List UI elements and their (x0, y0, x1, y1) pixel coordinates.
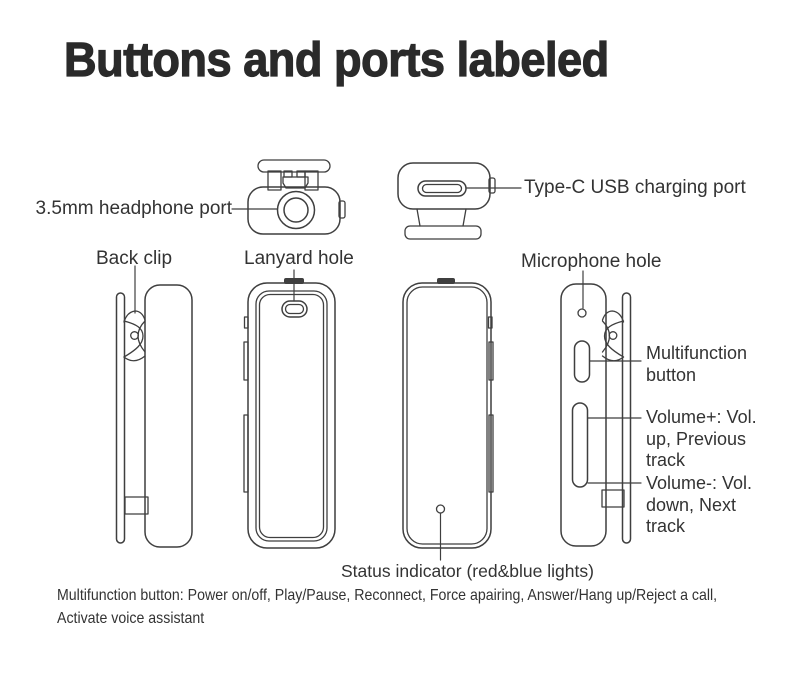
device-bottom-body (397, 162, 491, 210)
leader-lines (134, 187, 642, 561)
footnote: Multifunction button: Power on/off, Play… (57, 585, 730, 630)
clip-bottom-joint (601, 489, 625, 508)
clip-bottom-joint (124, 496, 149, 515)
clip-hinge-block (282, 176, 309, 189)
side-view-back-clip (115, 284, 193, 548)
top-view-headphone-port (247, 159, 346, 235)
edge-bump-small (487, 316, 493, 329)
multifunction-button-pill (573, 340, 591, 383)
footnote-line-2: Activate voice assistant (57, 609, 205, 627)
device-side-body (144, 284, 193, 548)
label-back-clip: Back clip (96, 248, 173, 269)
page-title: Buttons and ports labeled (63, 33, 609, 87)
back-body-inline (406, 286, 488, 545)
side-view-buttons (560, 283, 632, 547)
back-view (402, 278, 494, 549)
side-notch (488, 177, 496, 194)
label-volume-down: Volume-: Vol. down, Next track (646, 473, 753, 536)
label-status-indicator: Status indicator (red&blue lights) (341, 561, 594, 581)
clip-pivot (608, 331, 618, 340)
edge-bump-volume (488, 414, 494, 493)
bottom-view-usb-port (397, 162, 496, 240)
footnote-line-1: Multifunction button: Power on/off, Play… (57, 587, 718, 604)
label-multifunction-button: Multifunction button (646, 343, 748, 385)
clip-base-bar (404, 225, 482, 240)
front-body-outer (247, 282, 336, 549)
device-top-body (247, 186, 341, 235)
clip-pivot (130, 331, 139, 340)
microphone-hole-dot (577, 308, 587, 318)
front-face-outline (255, 290, 328, 542)
clip-spring-mechanism (123, 310, 146, 362)
front-view (243, 278, 336, 549)
headphone-port-outer-ring (276, 190, 316, 230)
clip-leg-left (267, 170, 282, 191)
clip-arm (115, 292, 126, 544)
label-microphone-hole: Microphone hole (521, 251, 662, 272)
status-indicator-led (435, 504, 446, 514)
usb-c-port-outer (417, 180, 467, 197)
label-volume-up: Volume+: Vol. up, Previous track (646, 407, 757, 470)
back-body-outer (402, 282, 492, 549)
edge-bump-small (243, 316, 249, 329)
volume-rocker-pill (571, 402, 589, 488)
edge-bump-multifunction (488, 341, 494, 381)
usb-c-port-inner (421, 183, 463, 194)
label-headphone-port: 3.5mm headphone port (35, 198, 232, 219)
edge-bump-multifunction (243, 341, 249, 381)
front-face-inline (258, 293, 325, 539)
top-port-tab (437, 278, 455, 284)
device-side-body (560, 283, 607, 547)
label-type-c-port: Type-C USB charging port (524, 177, 746, 198)
clip-stem (416, 208, 467, 227)
label-lanyard-hole: Lanyard hole (244, 248, 354, 269)
clip-top-bar (257, 159, 331, 173)
headphone-port-inner-ring (283, 197, 309, 223)
edge-bump-volume (243, 414, 249, 493)
lanyard-hole-slot-inner (284, 303, 305, 315)
side-notch (338, 200, 346, 219)
clip-leg-right (304, 170, 319, 191)
